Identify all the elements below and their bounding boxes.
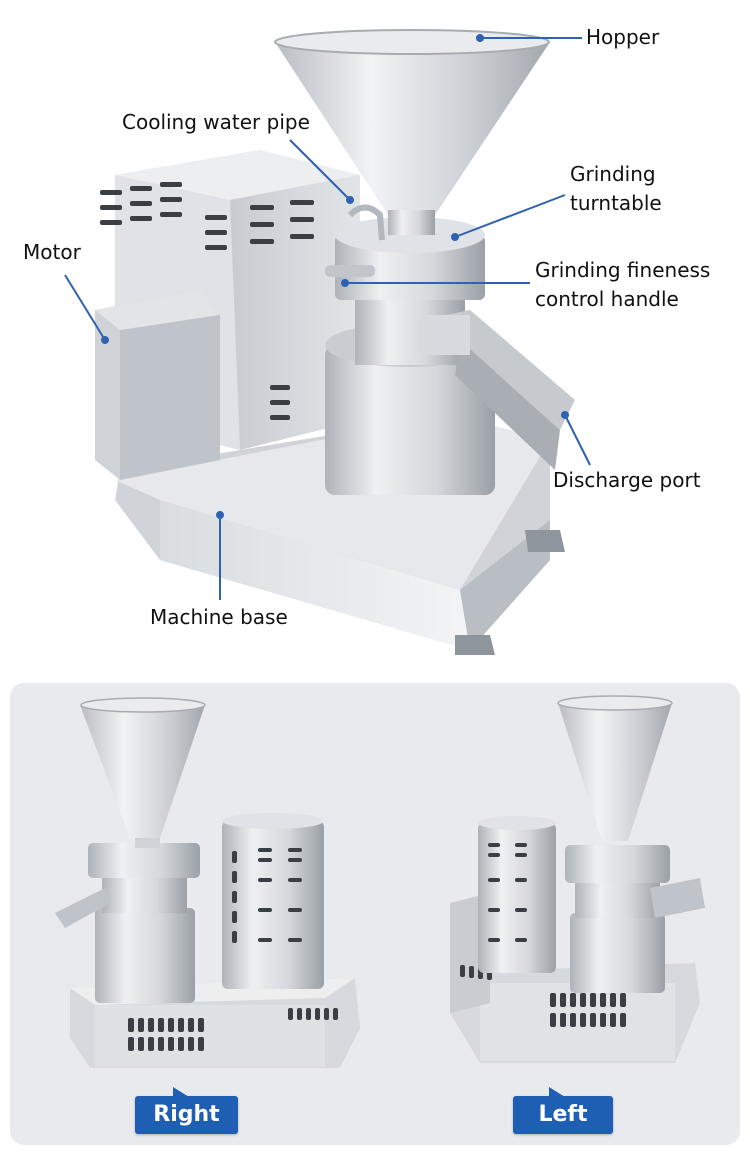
label-cooling-water-pipe: Cooling water pipe <box>122 110 310 134</box>
label-discharge-port: Discharge port <box>553 468 701 492</box>
labeled-machine-diagram: Hopper Cooling water pipe Motor Grinding… <box>23 25 711 655</box>
label-motor: Motor <box>23 240 81 264</box>
mill-body-shape <box>325 204 575 495</box>
label-hopper: Hopper <box>586 25 660 49</box>
views-panel: Right Left <box>10 683 740 1145</box>
label-fineness-handle-line1: Grinding fineness <box>535 258 711 282</box>
left-view-button[interactable]: Left <box>513 1087 613 1134</box>
left-view-label: Left <box>538 1102 588 1127</box>
label-machine-base: Machine base <box>150 605 288 629</box>
button-pointer <box>172 1087 189 1097</box>
machine-illustration <box>64 29 591 655</box>
right-view-machine <box>55 697 360 1068</box>
label-grinding-turntable-line2: turntable <box>570 191 662 215</box>
motor-housing-shape <box>95 150 360 480</box>
button-pointer <box>549 1087 565 1097</box>
left-view-machine <box>450 695 705 1063</box>
hopper-shape <box>274 29 550 235</box>
right-view-label: Right <box>153 1102 220 1127</box>
side-views-illustration <box>55 695 705 1068</box>
label-grinding-turntable-line1: Grinding <box>570 162 656 186</box>
right-view-button[interactable]: Right <box>135 1087 238 1134</box>
label-fineness-handle-line2: control handle <box>535 287 679 311</box>
leader-lines <box>64 34 591 600</box>
